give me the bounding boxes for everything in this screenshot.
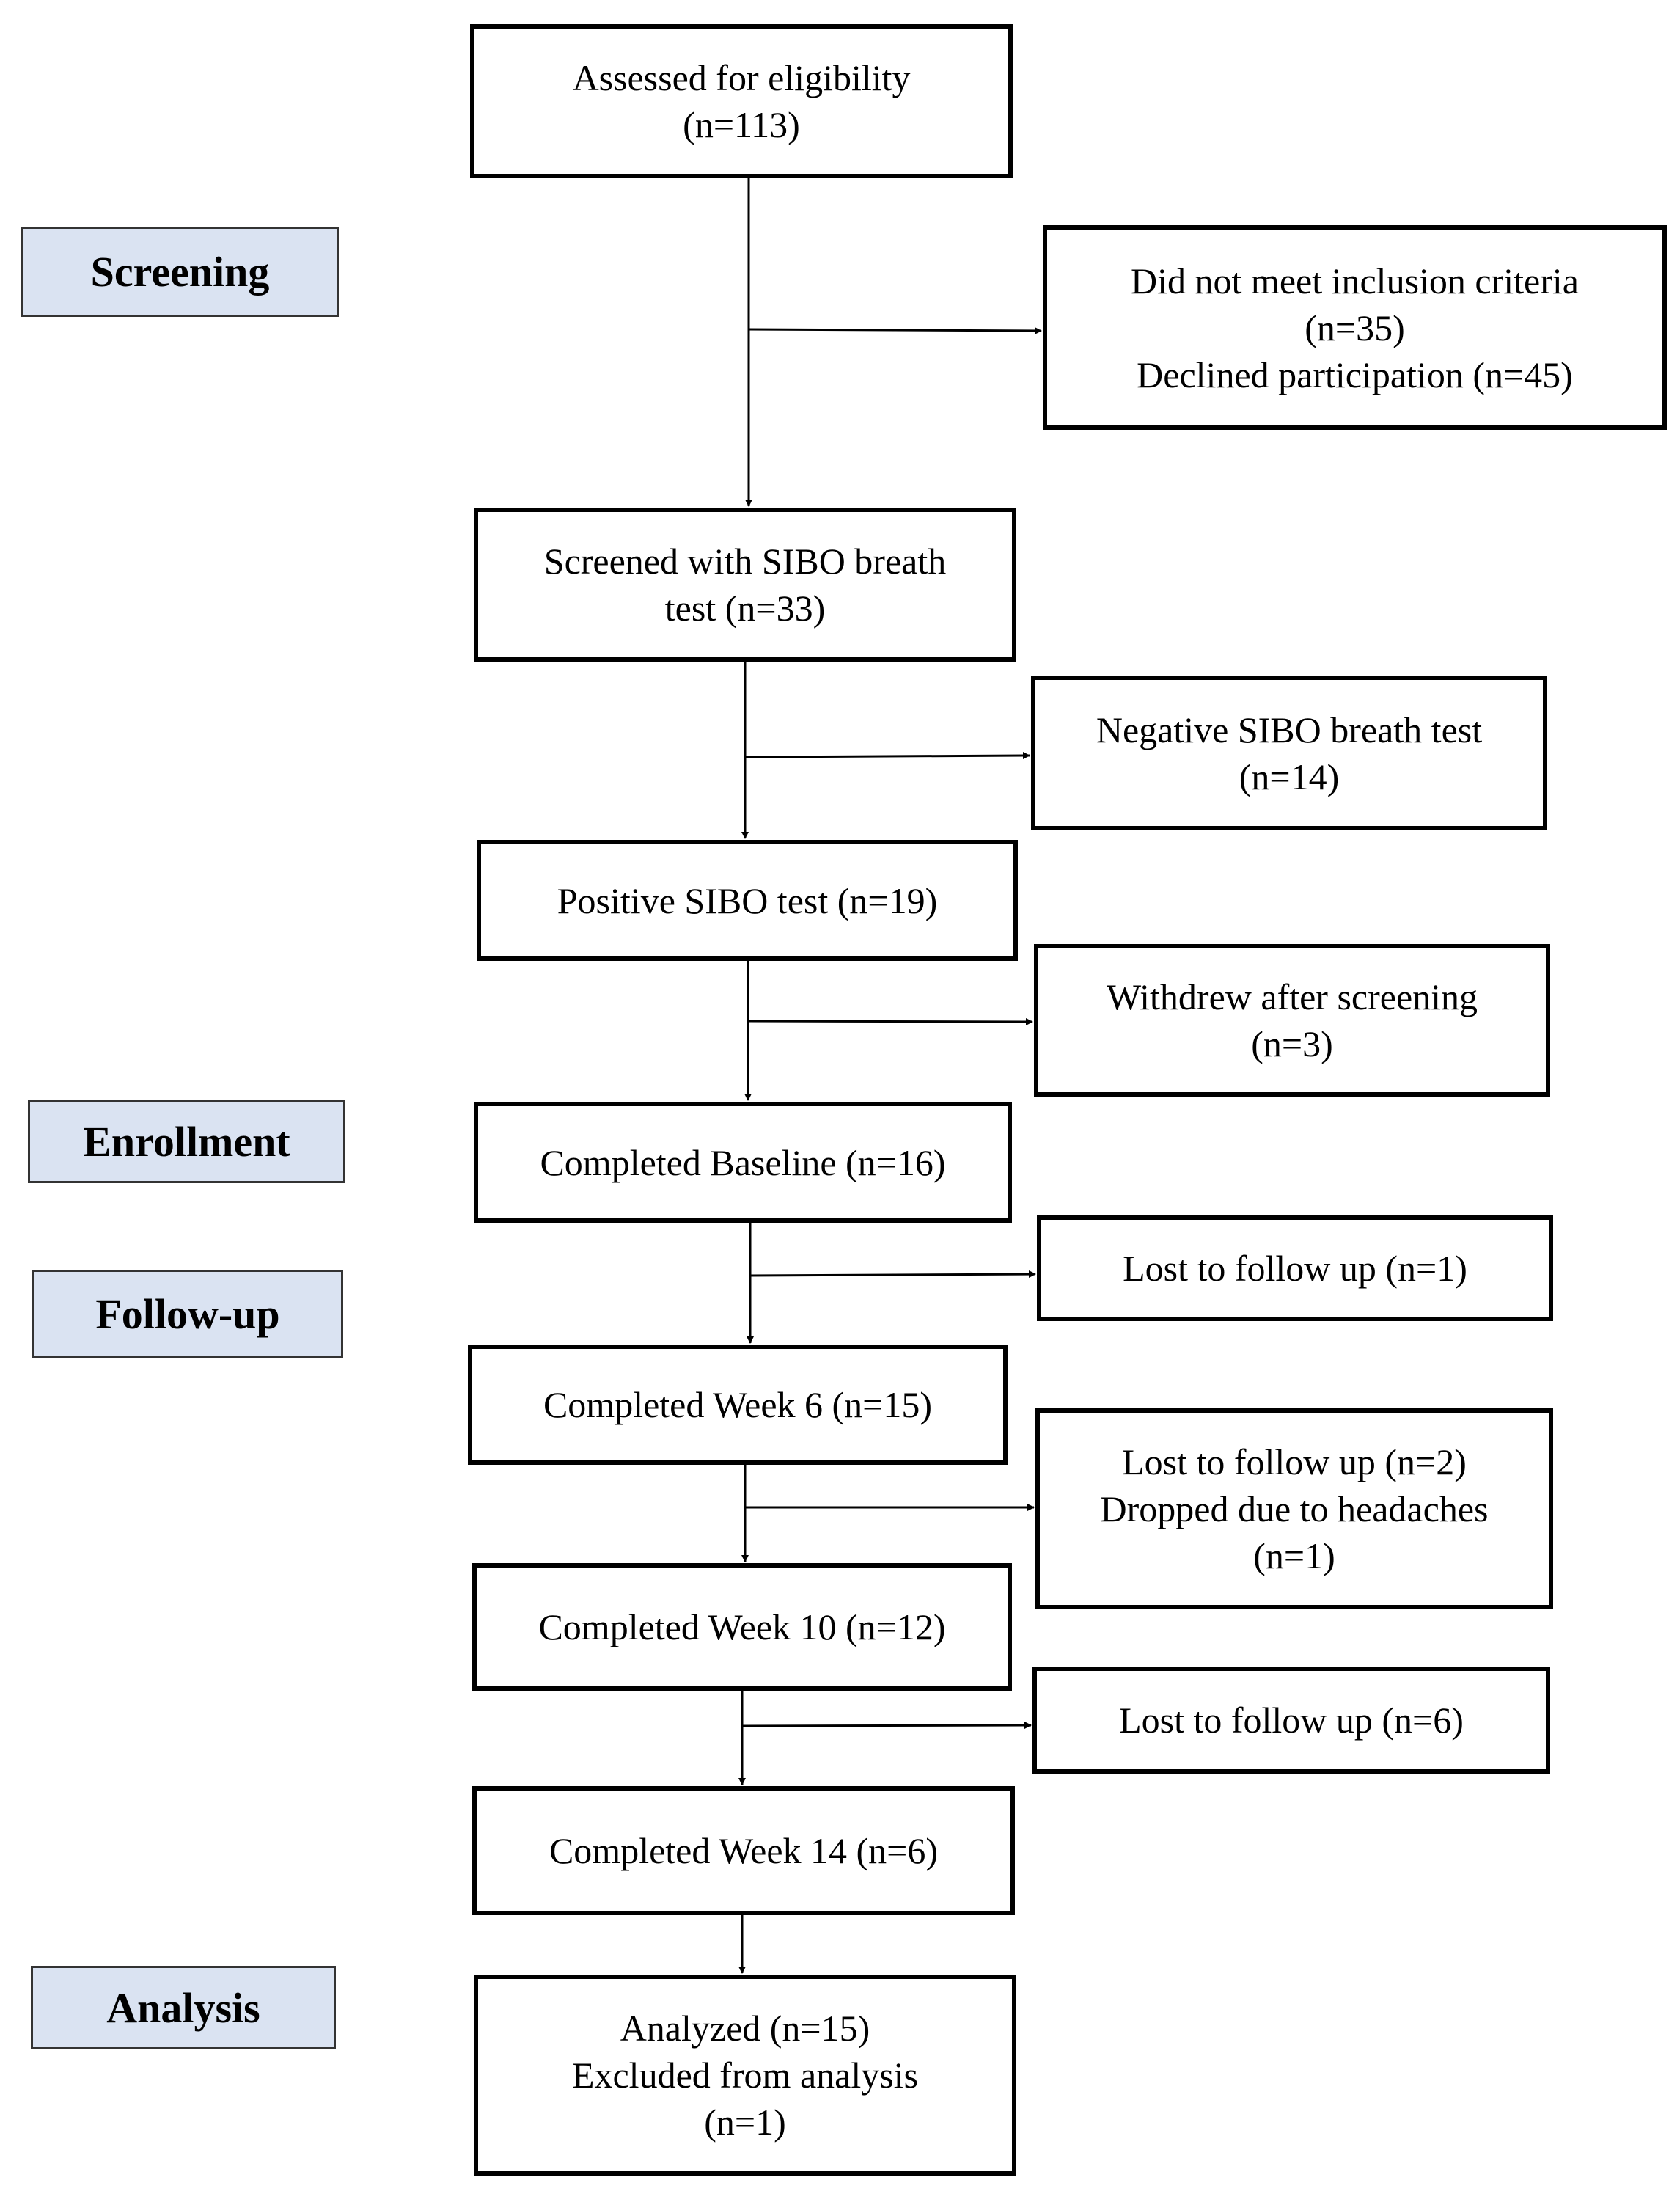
lost-followup-2-box: Lost to follow up (n=2) Dropped due to h… <box>1035 1408 1553 1609</box>
withdrew-box: Withdrew after screening (n=3) <box>1034 944 1550 1097</box>
box-text-line: (n=1) <box>1253 1535 1335 1576</box>
positive-sibo-box: Positive SIBO test (n=19) <box>477 840 1018 961</box>
lost-followup-1-box: Lost to follow up (n=1) <box>1037 1215 1553 1321</box>
arrow-to-withdrew <box>747 1017 1033 1025</box>
arrow-to-lost6 <box>741 1722 1032 1730</box>
box-text-line: test (n=33) <box>664 588 826 629</box>
box-text-line: Completed Week 10 (n=12) <box>538 1606 946 1647</box>
box-text-line: (n=3) <box>1251 1023 1333 1064</box>
stage-label-followup: Follow-up <box>32 1270 343 1358</box>
completed-week14-box: Completed Week 14 (n=6) <box>472 1786 1015 1915</box>
arrow-to-negative <box>744 752 1030 760</box>
box-text-line: Analyzed (n=15) <box>620 2008 870 2049</box>
stage-label-screening: Screening <box>21 227 339 317</box>
arrow-to-excluded <box>748 326 1042 334</box>
completed-week10-box: Completed Week 10 (n=12) <box>472 1563 1012 1691</box>
screened-sibo-box: Screened with SIBO breath test (n=33) <box>474 508 1016 662</box>
excluded-box: Did not meet inclusion criteria (n=35) D… <box>1043 225 1667 430</box>
stage-label-analysis: Analysis <box>31 1966 336 2049</box>
box-text-line: Declined participation (n=45) <box>1137 354 1573 395</box>
box-text-line: Completed Week 14 (n=6) <box>549 1830 939 1871</box>
box-text-line: Excluded from analysis <box>571 2055 919 2096</box>
box-text-line: Dropped due to headaches <box>1100 1488 1489 1529</box>
box-text-line: (n=14) <box>1239 756 1340 797</box>
box-text-line: Lost to follow up (n=1) <box>1123 1248 1467 1289</box>
negative-sibo-box: Negative SIBO breath test (n=14) <box>1031 676 1547 830</box>
box-text-line: Lost to follow up (n=2) <box>1122 1441 1467 1482</box>
completed-baseline-box: Completed Baseline (n=16) <box>474 1102 1012 1223</box>
assessed-eligibility-box: Assessed for eligibility (n=113) <box>470 24 1013 178</box>
completed-week6-box: Completed Week 6 (n=15) <box>468 1345 1008 1465</box>
box-text-line: Assessed for eligibility <box>572 57 911 98</box>
stage-label-enrollment: Enrollment <box>28 1100 345 1183</box>
lost-followup-6-box: Lost to follow up (n=6) <box>1032 1667 1550 1774</box>
arrow-to-lost1 <box>749 1270 1036 1279</box>
box-text-line: Negative SIBO breath test <box>1096 709 1483 750</box>
box-text-line: (n=35) <box>1305 307 1405 348</box>
box-text-line: (n=1) <box>704 2102 786 2143</box>
box-text-line: Positive SIBO test (n=19) <box>557 879 938 921</box>
box-text-line: (n=113) <box>683 104 800 145</box>
box-text-line: Lost to follow up (n=6) <box>1119 1700 1464 1741</box>
box-text-line: Completed Week 6 (n=15) <box>543 1384 933 1425</box>
box-text-line: Completed Baseline (n=16) <box>540 1141 946 1183</box>
box-text-line: Screened with SIBO breath <box>543 541 947 582</box>
box-text-line: Did not meet inclusion criteria <box>1131 260 1579 301</box>
box-text-line: Withdrew after screening <box>1106 976 1478 1017</box>
analyzed-box: Analyzed (n=15) Excluded from analysis (… <box>474 1975 1016 2176</box>
